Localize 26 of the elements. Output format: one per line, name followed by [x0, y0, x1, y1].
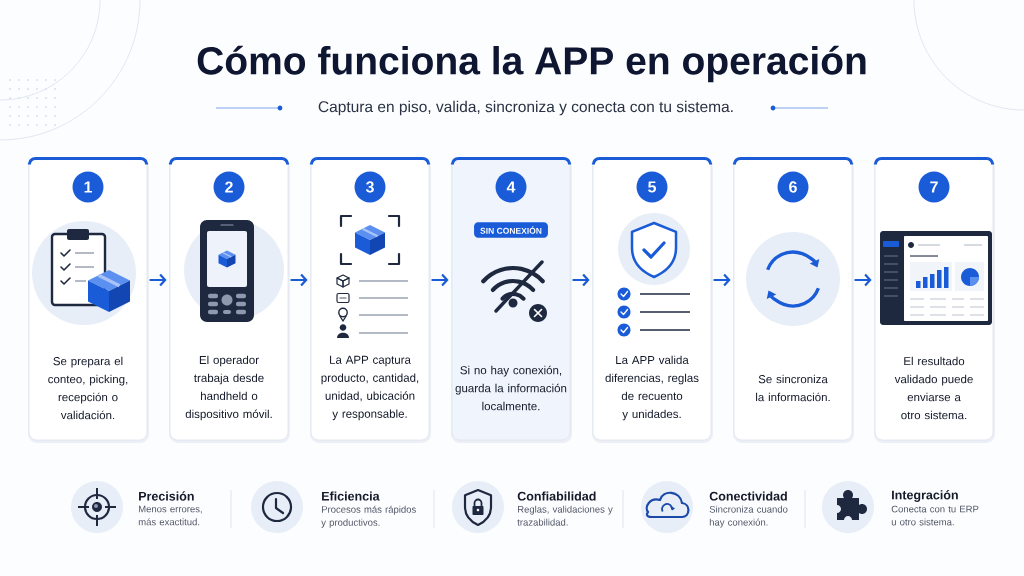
step-number: 7 — [918, 171, 950, 203]
arrow — [713, 273, 731, 287]
benefit-title: Precisión — [139, 491, 194, 501]
benefit-text: Menos errores, más exactitud. — [138, 505, 202, 526]
benefit-title: Confiabilidad — [517, 491, 596, 501]
arrow — [290, 273, 308, 287]
benefit-text: Reglas, validaciones y trazabilidad. — [517, 505, 613, 526]
subtitle: Captura en piso, valida, sincroniza y conecta con tu sistema. — [318, 100, 733, 116]
arrow — [854, 273, 872, 287]
step-number: 5 — [636, 171, 668, 203]
benefit-title: Conectividad — [709, 491, 787, 501]
benefit-text: Conecta con tu ERP u otro sistema. — [891, 505, 979, 526]
status-badge: SIN CONEXIÓN — [474, 222, 548, 238]
step-number: 4 — [495, 171, 527, 203]
title: Cómo funciona la APP en operación — [197, 45, 866, 83]
step-number: 6 — [777, 171, 809, 203]
step-number: 1 — [72, 171, 104, 203]
benefit-text: Sincroniza cuando hay conexión. — [709, 505, 788, 528]
step-number: 2 — [213, 171, 245, 203]
benefit-title: Eficiencia — [322, 491, 380, 501]
arrow — [149, 273, 167, 287]
benefit-title: Integración — [892, 490, 958, 502]
step-number: 3 — [354, 171, 386, 203]
benefit-text: Procesos más rápidos y productivos. — [321, 505, 416, 528]
arrow — [431, 273, 449, 287]
arrow — [572, 273, 590, 287]
